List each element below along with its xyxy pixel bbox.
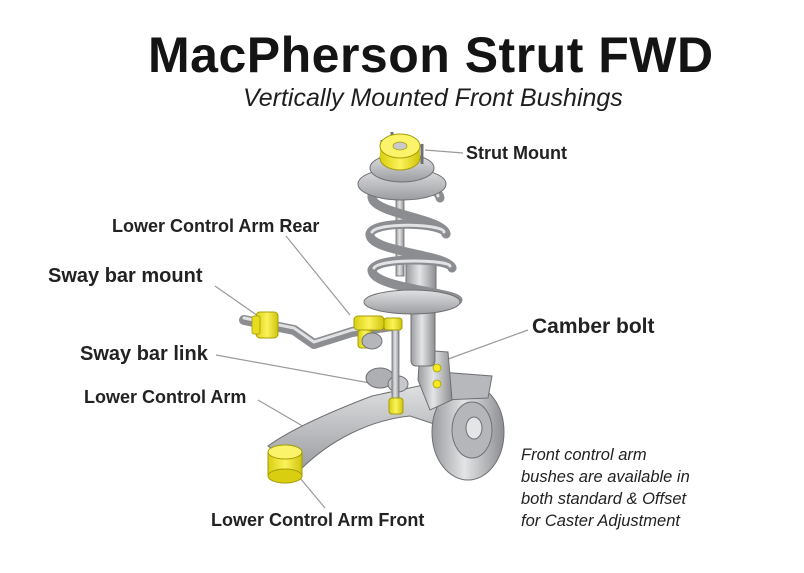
note-line: Front control arm — [521, 446, 647, 464]
caster-adjustment-note: Front control arm bushes are available i… — [521, 444, 690, 532]
lower-control-arm-rear-bushing-shape — [353, 315, 385, 350]
sway-bar-mount-bushing-shape — [251, 311, 279, 339]
leader-lines — [214, 149, 529, 509]
diagram-title: MacPherson Strut FWD — [148, 27, 714, 83]
diagram-subtitle: Vertically Mounted Front Bushings — [243, 84, 623, 112]
lower-control-arm-front-bushing-shape — [267, 444, 303, 484]
note-line: for Caster Adjustment — [521, 512, 680, 530]
label-lower-control-arm-front: Lower Control Arm Front — [211, 510, 425, 530]
label-lower-control-arm: Lower Control Arm — [84, 387, 247, 407]
label-sway-bar-mount: Sway bar mount — [48, 265, 203, 287]
strut-mount-bushing-shape — [379, 133, 421, 171]
label-strut-mount: Strut Mount — [466, 143, 567, 163]
sway-bar-link-shape — [391, 325, 400, 407]
note-line: bushes are available in — [521, 468, 690, 486]
note-line: both standard & Offset — [521, 490, 687, 508]
label-sway-bar-link: Sway bar link — [80, 343, 208, 365]
label-camber-bolt: Camber bolt — [532, 315, 655, 338]
label-lower-control-arm-rear: Lower Control Arm Rear — [112, 216, 320, 236]
